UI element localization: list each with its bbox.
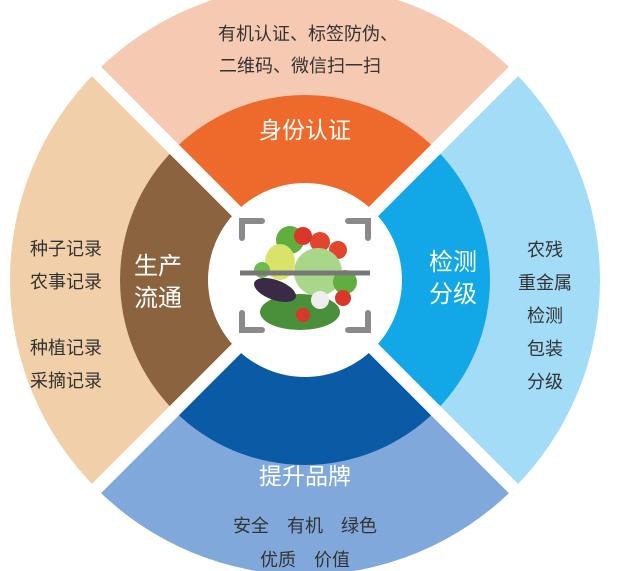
top-detail-line-2: 二维码、微信扫一扫 <box>219 56 381 77</box>
right-detail-5: 分级 <box>527 372 563 393</box>
right-title-line-2: 分级 <box>429 280 477 308</box>
left-detail-2: 农事记录 <box>30 272 102 293</box>
bottom-detail-line-1: 安全 有机 绿色 <box>233 516 377 537</box>
right-detail-4: 包装 <box>527 339 563 360</box>
right-detail-1: 农残 <box>527 240 563 261</box>
right-detail-3: 检测 <box>527 306 563 327</box>
vegetable-scan-icon <box>239 218 371 333</box>
left-detail-4: 采摘记录 <box>30 371 102 392</box>
bottom-title: 提升品牌 <box>259 464 351 490</box>
top-detail-line-1: 有机认证、标签防伪、 <box>218 24 398 45</box>
left-title-line-2: 流通 <box>134 284 182 312</box>
left-title-line-1: 生产 <box>134 252 182 280</box>
left-detail-1: 种子记录 <box>30 239 102 260</box>
top-title: 身份认证 <box>259 118 351 144</box>
right-detail-2: 重金属 <box>518 273 572 294</box>
bottom-detail-line-2: 优质 价值 <box>260 550 350 571</box>
left-detail-3: 种植记录 <box>30 338 102 359</box>
right-title-line-1: 检测 <box>429 248 477 276</box>
